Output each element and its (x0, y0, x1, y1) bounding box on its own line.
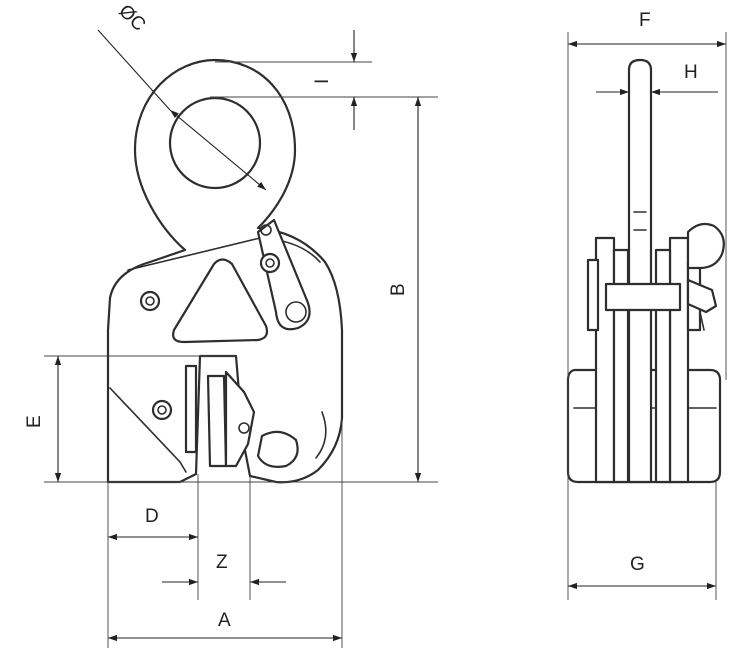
cam-follower (256, 430, 299, 468)
triangle-window (172, 258, 269, 344)
side-plate-right (668, 236, 690, 484)
label-b: B (388, 283, 409, 296)
label-e: E (24, 415, 45, 428)
cam-body (224, 370, 256, 468)
lever-stem (699, 311, 705, 331)
label-i: I (312, 79, 333, 84)
cam-pin (238, 422, 250, 434)
rivet-lower (151, 399, 173, 421)
lever-arm (686, 278, 718, 314)
label-z: Z (216, 552, 228, 573)
lower-jaw-wedge (109, 387, 187, 473)
front-view (106, 58, 344, 484)
right-jaw-curve (315, 411, 327, 459)
jaw-pad-left (184, 364, 198, 454)
dim-c-line (169, 109, 267, 191)
lever-wing (686, 222, 725, 270)
label-g: G (630, 554, 645, 575)
rivet-upper (139, 290, 161, 312)
lever-knob (285, 301, 307, 323)
side-view (566, 58, 725, 484)
label-c: ØC (114, 1, 149, 36)
label-a: A (218, 610, 231, 631)
label-d: D (145, 506, 159, 527)
label-f: F (639, 10, 651, 31)
dim-c-leader (97, 29, 171, 111)
eye-hole (168, 96, 262, 190)
label-h: H (684, 62, 698, 83)
dimensions (44, 29, 727, 648)
rivet-lever (259, 252, 281, 274)
lever-pivot (260, 224, 272, 236)
bolt-head-left (586, 258, 600, 332)
cam-pad (206, 374, 228, 468)
lifting-eye-plate (627, 58, 653, 484)
cross-bolt (604, 282, 682, 312)
